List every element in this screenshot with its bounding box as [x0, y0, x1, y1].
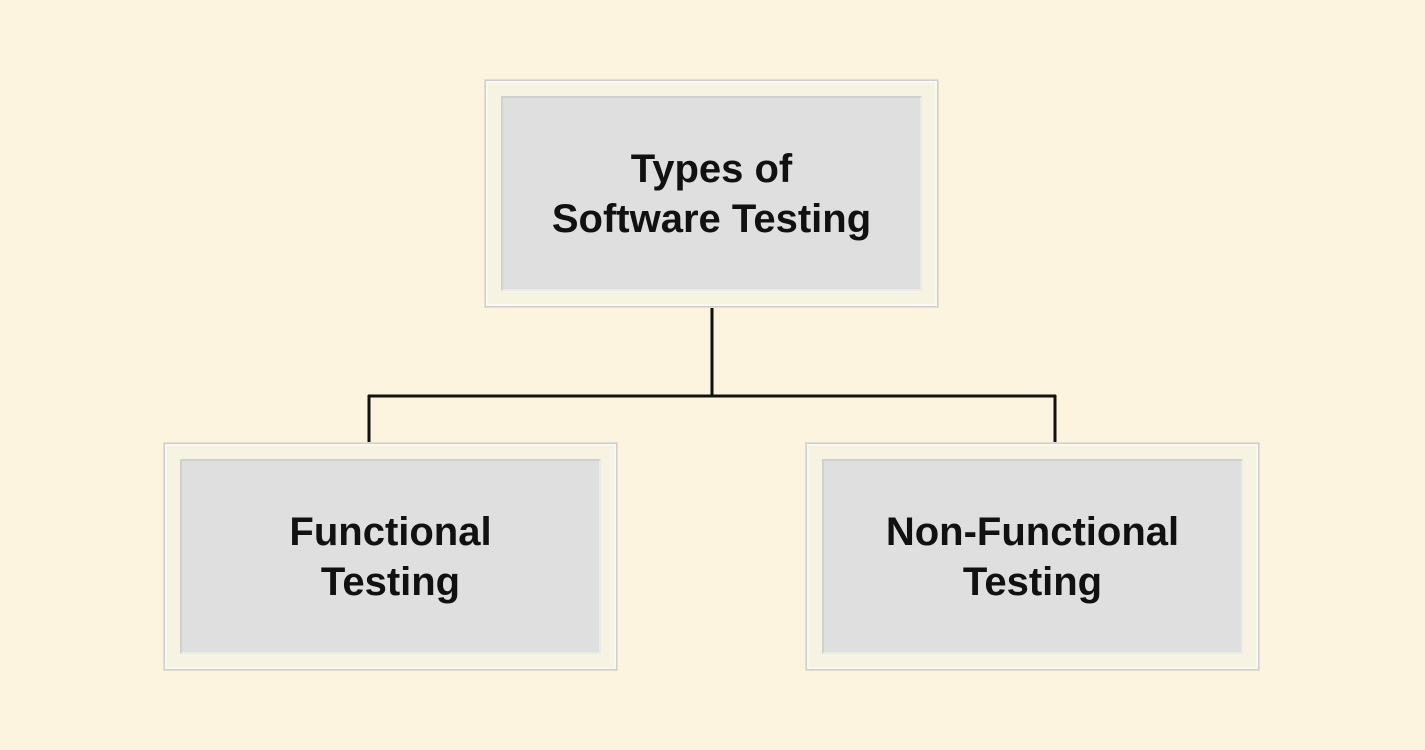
node-root-label-box: Types of Software Testing	[501, 96, 922, 291]
node-functional-testing: Functional Testing	[164, 443, 617, 670]
node-functional-label-line-1: Functional	[289, 509, 492, 554]
node-types-of-software-testing: Types of Software Testing	[485, 80, 938, 307]
node-functional-label-line-2: Testing	[320, 559, 461, 604]
node-non-functional-label-box: Non-Functional Testing	[822, 459, 1243, 654]
node-root-label-line-2: Software Testing	[551, 196, 872, 241]
node-functional-label-box: Functional Testing	[180, 459, 601, 654]
node-non-functional-label-line-2: Testing	[962, 559, 1103, 604]
node-non-functional-testing: Non-Functional Testing	[806, 443, 1259, 670]
node-root-label-line-1: Types of	[630, 146, 793, 191]
node-non-functional-label-line-1: Non-Functional	[885, 509, 1180, 554]
